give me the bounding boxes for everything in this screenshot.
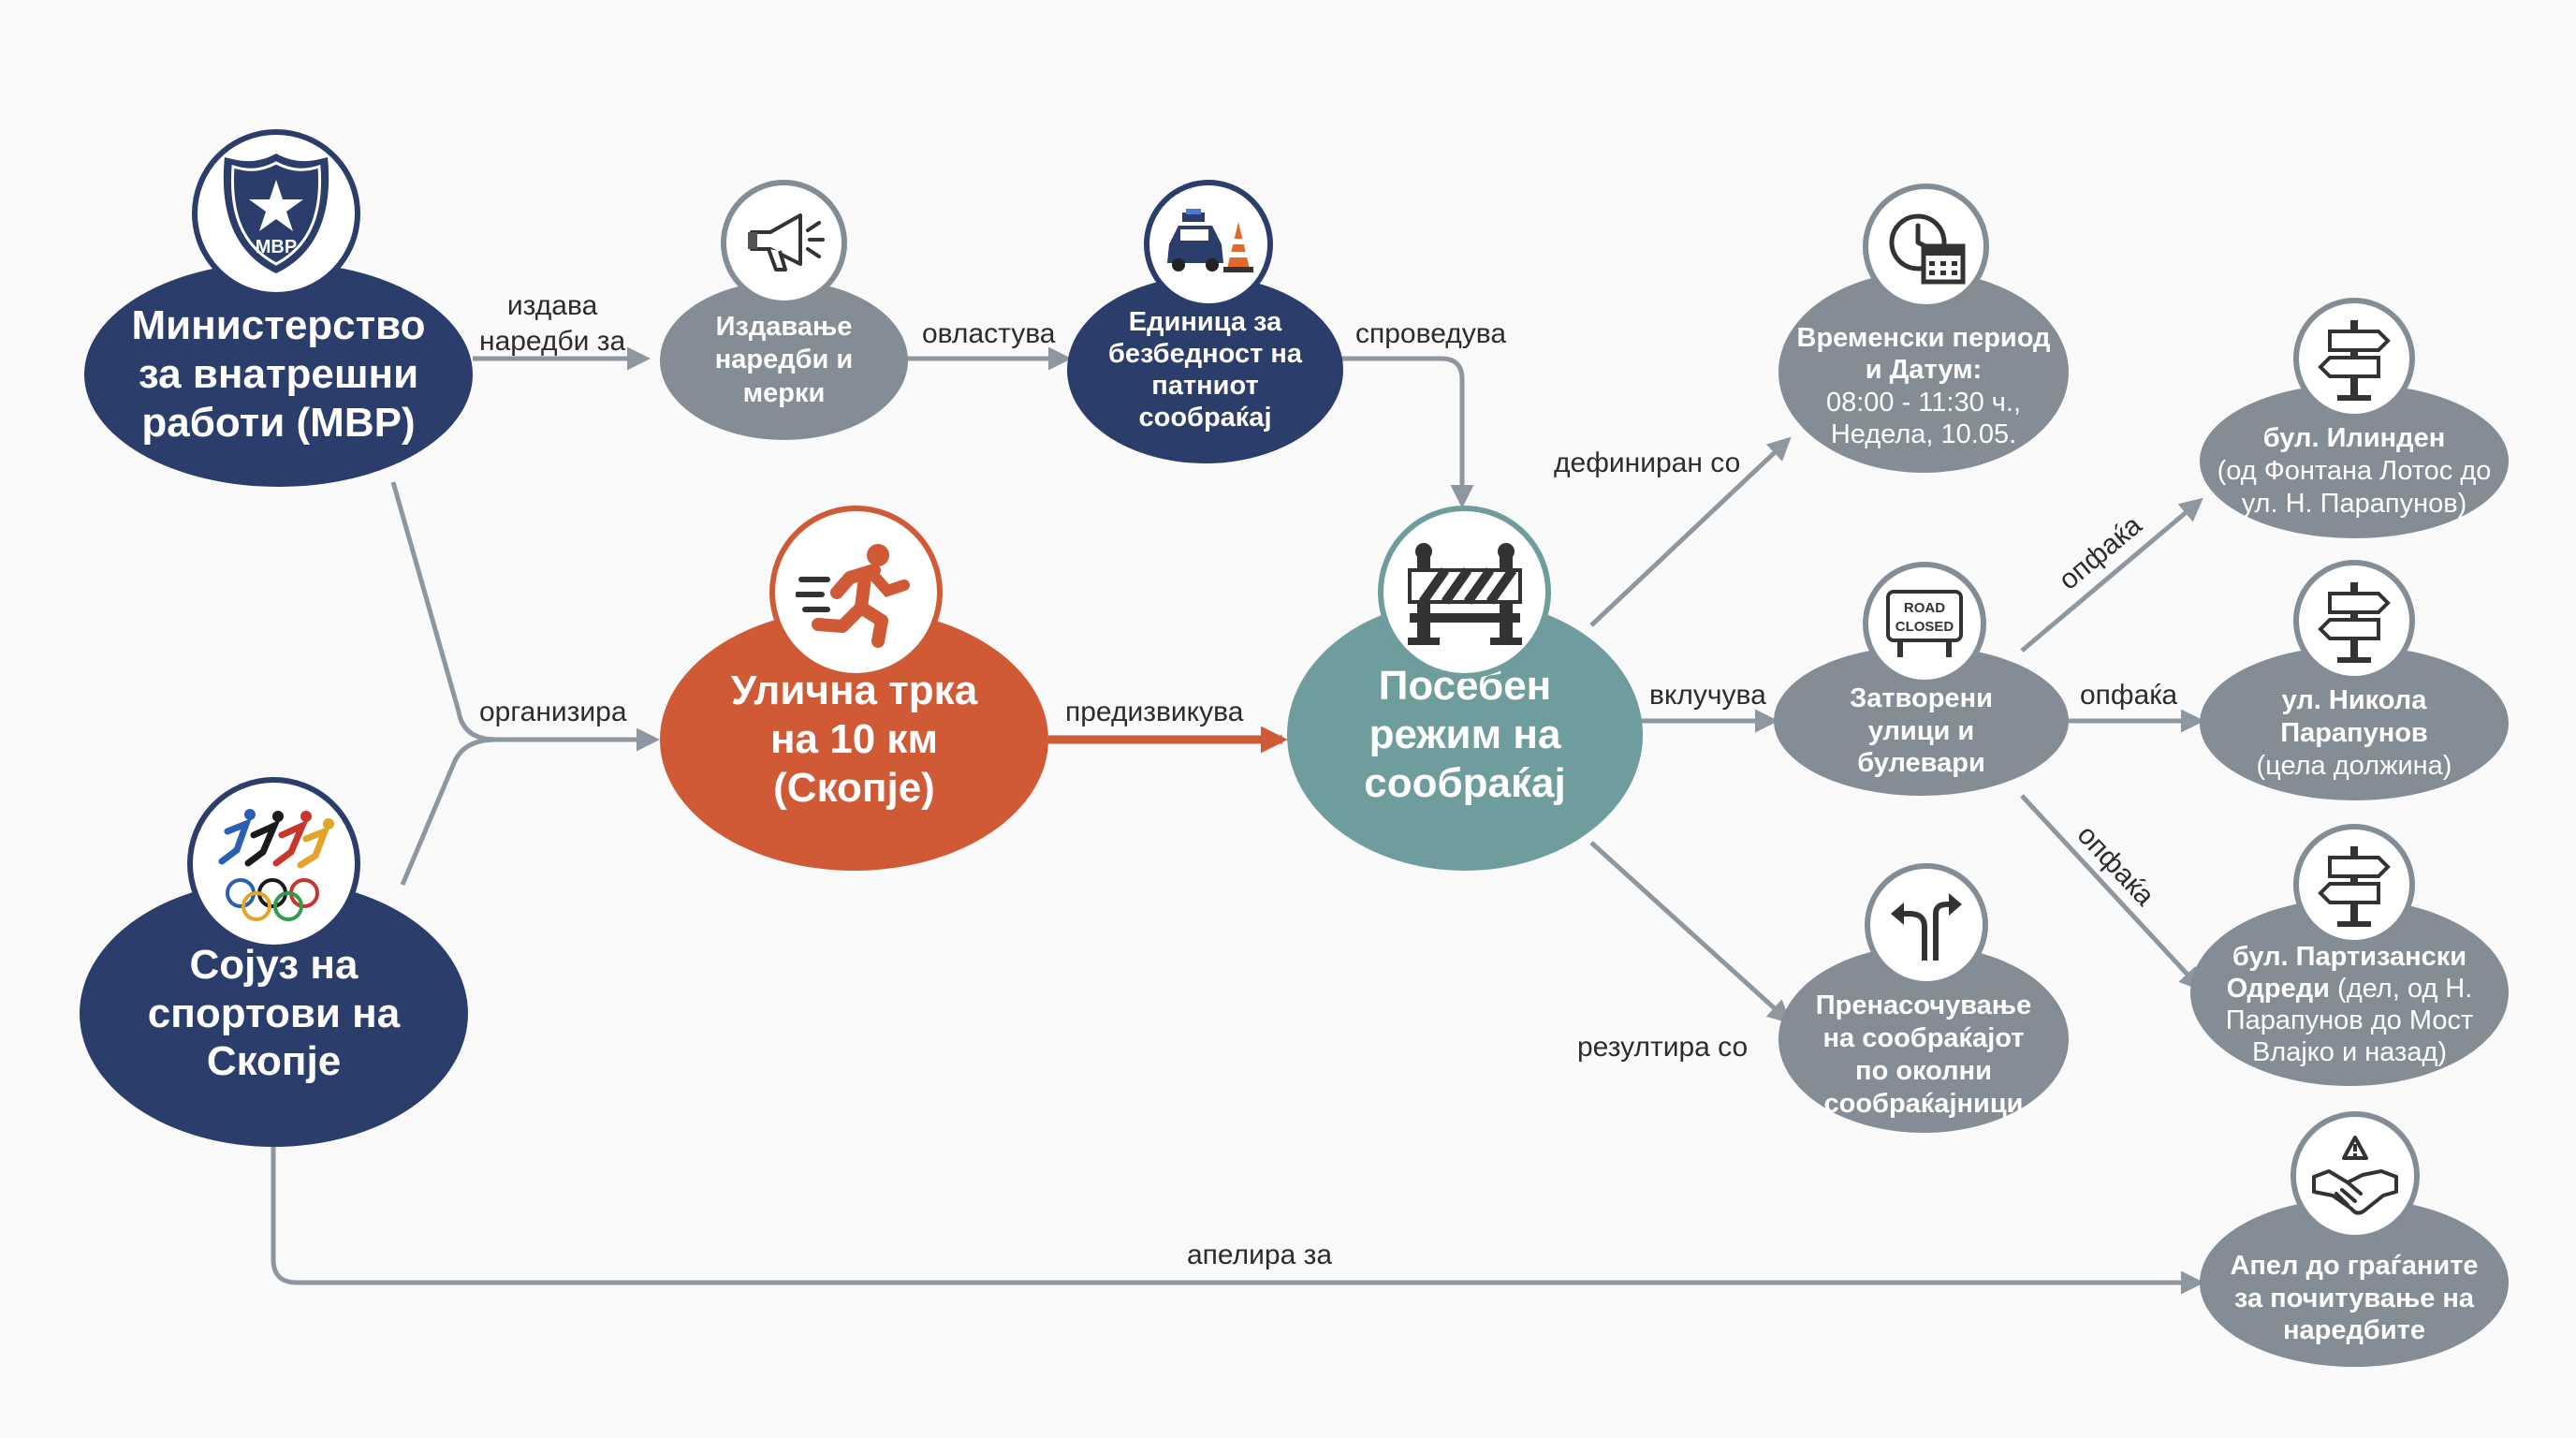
node-unit-line: безбедност на bbox=[1107, 338, 1303, 369]
node-issuing-line: Издавање bbox=[715, 311, 853, 342]
node-issuing: Издавање наредби и мерки bbox=[660, 281, 908, 440]
node-race-line: (Скопје) bbox=[773, 764, 935, 811]
node-mvr-line: за внатрешни bbox=[138, 351, 419, 398]
edge-label-covers-2: опфаќа bbox=[2080, 680, 2178, 711]
signpost-icon bbox=[2293, 298, 2415, 419]
node-federation: Сојуз на спортови на Скопје bbox=[80, 880, 468, 1147]
road-closed-icon: ROAD CLOSED bbox=[1863, 562, 1986, 685]
node-redirect-line: Пренасочување bbox=[1815, 990, 2032, 1021]
edge-label-authorizes: овластува bbox=[922, 318, 1056, 349]
node-closed-line: улици и bbox=[1867, 715, 1975, 746]
edge-label-includes: вклучува bbox=[1649, 680, 1766, 711]
node-ilinden-detail: (од Фонтана Лотос до bbox=[2217, 456, 2492, 487]
node-ilinden-title: бул. Илинден bbox=[2262, 423, 2446, 454]
node-parapunov-title: ул. Никола bbox=[2281, 685, 2427, 716]
node-redirect: Пренасочување на сообраќајот по околни с… bbox=[1778, 946, 2069, 1133]
node-time-detail: Недела, 10.05. bbox=[1830, 418, 2017, 449]
node-partizanski: бул. Партизански Одреди (дел, од Н. Пара… bbox=[2190, 899, 2509, 1086]
megaphone-icon bbox=[721, 180, 847, 306]
edge-unit-regime bbox=[1339, 356, 1474, 508]
edge-closed-ilinden bbox=[2020, 497, 2203, 653]
node-unit: Единица за безбедност на патниот сообраќ… bbox=[1067, 276, 1343, 463]
barrier-icon bbox=[1378, 506, 1551, 679]
node-partizanski-detail: (дел, од Н. bbox=[2330, 973, 2473, 1004]
edge-label-defined-with: дефиниран со bbox=[1554, 448, 1741, 478]
road-closed-sign-line: ROAD bbox=[1904, 600, 1945, 616]
node-appeal-line: наредбите bbox=[2283, 1315, 2425, 1346]
edge-federation-join bbox=[400, 737, 497, 886]
edge-label-results-in: резултира со bbox=[1577, 1032, 1749, 1063]
runner-icon bbox=[769, 506, 943, 679]
node-mvr: Министерство за внатрешни работи (МВР) bbox=[84, 262, 473, 487]
edge-label-issues-orders: издава наредби за bbox=[479, 288, 625, 359]
node-ilinden-detail: ул. Н. Парапунов) bbox=[2241, 488, 2467, 519]
node-redirect-line: сообраќајници bbox=[1823, 1088, 2024, 1119]
edge-regime-redirect bbox=[1589, 841, 1792, 1024]
node-regime-line: режим на bbox=[1368, 712, 1561, 758]
edge-label-appeals-for: апелира за bbox=[1187, 1240, 1333, 1270]
edge-label-line: наредби за bbox=[479, 325, 626, 357]
detour-arrows-icon bbox=[1865, 863, 1988, 987]
node-unit-line: сообраќај bbox=[1138, 403, 1272, 433]
clock-calendar-icon bbox=[1863, 183, 1989, 310]
node-appeal-line: за почитување на bbox=[2233, 1283, 2475, 1313]
edge-label-causes: предизвикува bbox=[1065, 697, 1244, 727]
handshake-warning-icon bbox=[2291, 1111, 2420, 1240]
node-race-line: на 10 км bbox=[769, 716, 938, 763]
edge-regime-time bbox=[1589, 436, 1792, 627]
edge-label-organizes: организира bbox=[479, 697, 627, 727]
node-partizanski-detail: Влајко и назад) bbox=[2251, 1037, 2448, 1068]
node-appeal-line: Апел до граѓаните bbox=[2230, 1250, 2479, 1281]
node-regime-line: сообраќај bbox=[1364, 759, 1566, 806]
node-time-title: и Датум: bbox=[1865, 355, 1983, 386]
edge-closed-partizanski bbox=[2020, 794, 2203, 991]
olympic-runners-icon bbox=[187, 777, 360, 950]
node-time-detail: 08:00 - 11:30 ч., bbox=[1825, 387, 2022, 418]
mvr-badge-text: МВР bbox=[256, 237, 297, 257]
node-time-title: Временски период bbox=[1796, 323, 2051, 354]
edge-federation-appeal bbox=[271, 1147, 2204, 1295]
node-federation-line: Скопје bbox=[206, 1038, 342, 1085]
node-mvr-line: работи (МВР) bbox=[141, 399, 416, 446]
node-issuing-line: наредби и bbox=[714, 345, 854, 375]
node-mvr-line: Министерство bbox=[131, 302, 426, 349]
signpost-icon bbox=[2293, 824, 2415, 946]
node-federation-line: спортови на bbox=[147, 990, 401, 1036]
node-unit-line: патниот bbox=[1151, 371, 1259, 401]
edge-label-line: издава bbox=[506, 290, 598, 321]
signpost-icon bbox=[2293, 560, 2415, 682]
node-closed-line: Затворени bbox=[1850, 682, 1993, 713]
road-closed-sign-line: CLOSED bbox=[1895, 619, 1954, 635]
node-parapunov-title: Парапунов bbox=[2280, 718, 2428, 749]
node-partizanski-title: Одреди bbox=[2226, 973, 2330, 1004]
node-closed-line: булевари bbox=[1857, 748, 1985, 779]
node-partizanski-title: бул. Партизански bbox=[2232, 941, 2467, 972]
node-redirect-line: на сообраќајот bbox=[1822, 1023, 2025, 1054]
node-issuing-line: мерки bbox=[742, 377, 826, 408]
node-unit-line: Единица за bbox=[1128, 306, 1282, 337]
node-partizanski-detail: Парапунов до Мост bbox=[2225, 1005, 2474, 1035]
police-car-icon bbox=[1144, 180, 1273, 309]
police-badge-icon: МВР bbox=[192, 129, 360, 298]
edge-label-implements: спроведува bbox=[1355, 318, 1507, 349]
node-parapunov-detail: (цела должина) bbox=[2256, 750, 2452, 781]
node-redirect-line: по околни bbox=[1855, 1056, 1992, 1086]
